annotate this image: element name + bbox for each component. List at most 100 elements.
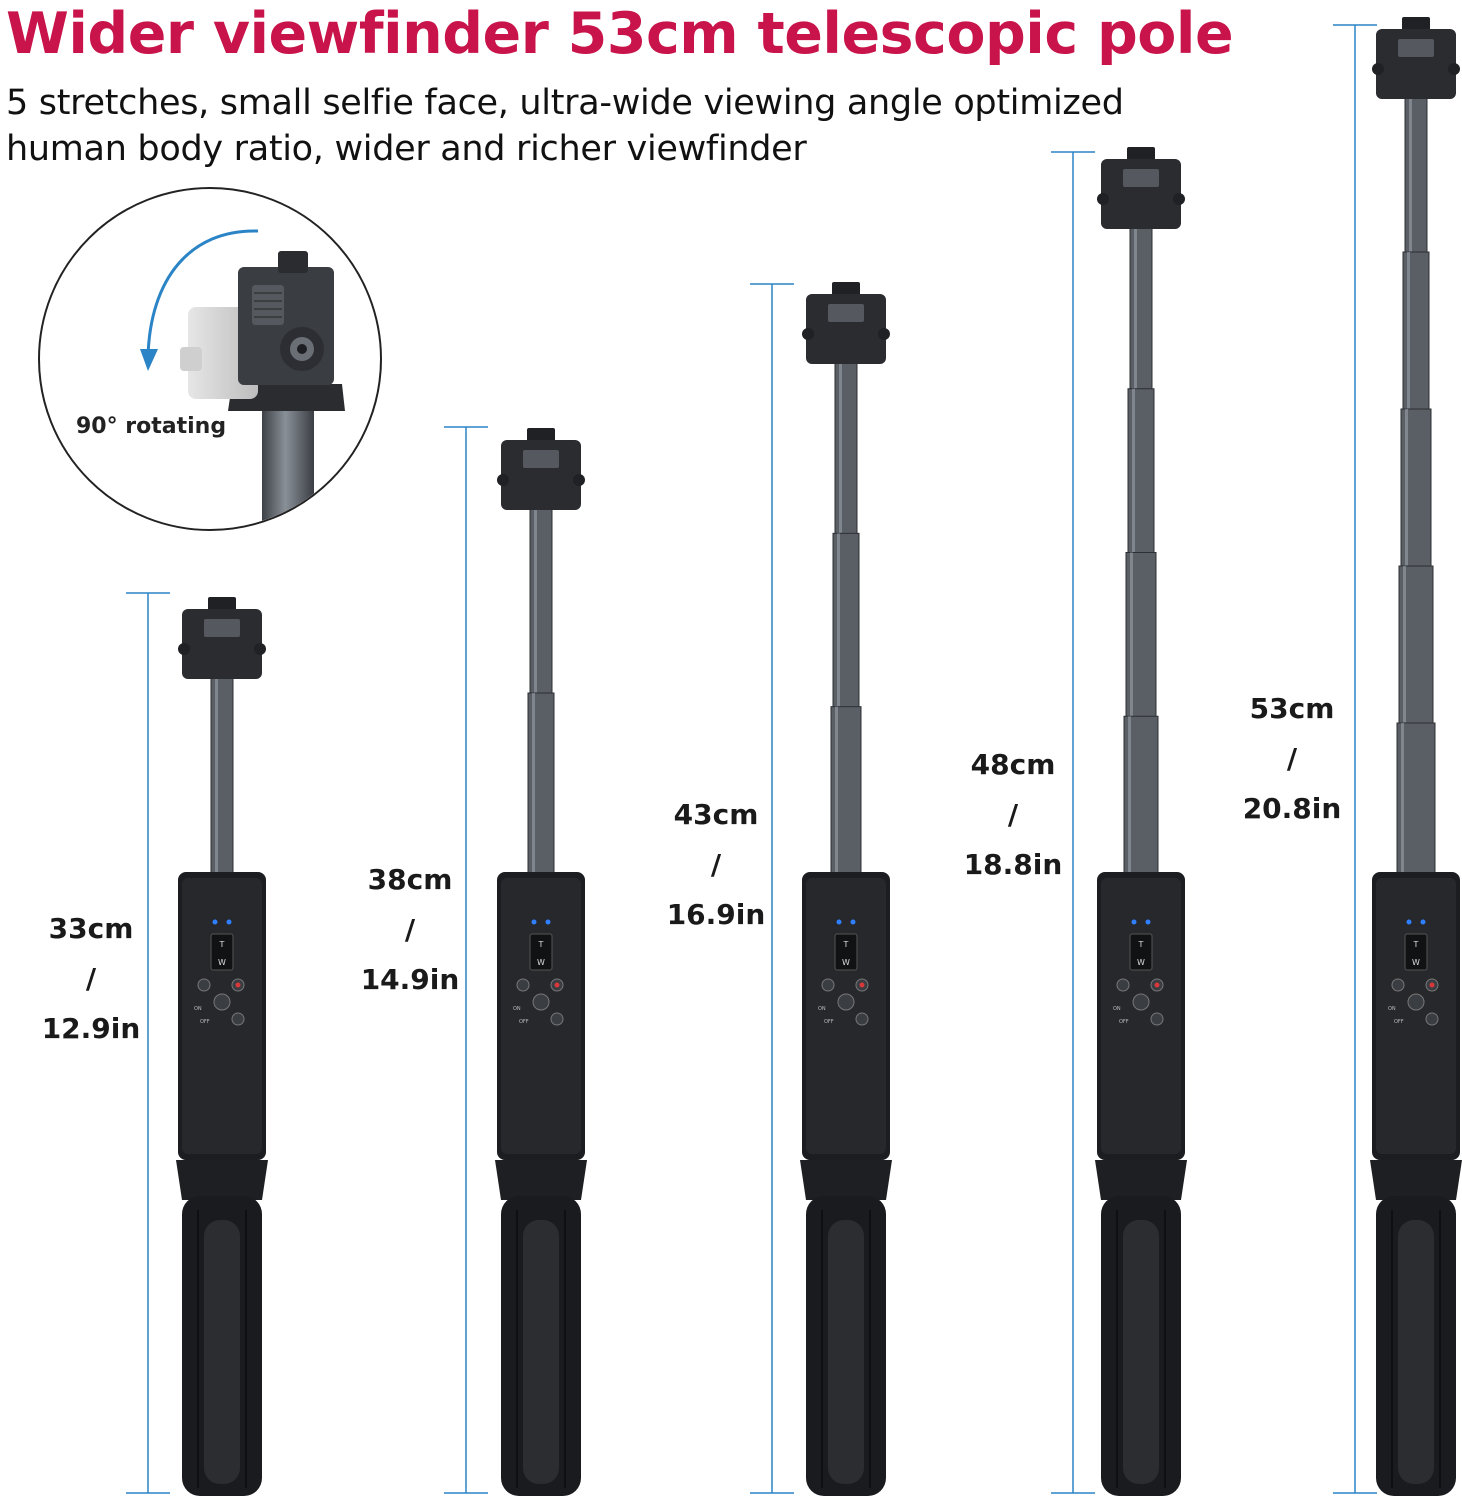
power-on-label: ON	[1388, 1006, 1396, 1012]
tripod-legs	[1376, 1196, 1456, 1496]
record-dot	[1429, 982, 1435, 988]
mount-screw	[1402, 17, 1430, 31]
power-off-label: OFF	[824, 1019, 834, 1025]
pole-segment	[527, 692, 555, 883]
power-button	[1132, 993, 1150, 1011]
led-indicator	[531, 919, 537, 925]
record-button	[855, 978, 869, 992]
remote-face	[806, 878, 886, 1154]
remote-handle	[802, 872, 890, 1160]
pole-segment	[1125, 552, 1157, 719]
photo-button	[821, 978, 835, 992]
head-knurl	[204, 619, 240, 637]
zoom-t-label: T	[1138, 940, 1144, 949]
head-knurl	[828, 304, 864, 322]
led-indicator	[1145, 919, 1151, 925]
pole-highlight	[1128, 716, 1131, 880]
led-indicator	[1420, 919, 1426, 925]
power-button	[1407, 993, 1425, 1011]
zoom-w-label: W	[218, 958, 226, 967]
zoom-w-label: W	[1412, 958, 1420, 967]
zoom-rocker	[210, 933, 234, 971]
power-button	[213, 993, 231, 1011]
head-knurl	[523, 450, 559, 468]
head-knob-left	[497, 474, 509, 486]
tripod-leg-center	[828, 1220, 864, 1484]
head-knob-right	[254, 643, 266, 655]
head-mount	[806, 294, 886, 364]
remote-handle	[178, 872, 266, 1160]
pole-segment	[1402, 251, 1430, 412]
head-knob-left	[1097, 193, 1109, 205]
subtitle-line-1: 5 stretches, small selfie face, ultra-wi…	[6, 83, 1124, 123]
power-on-label: ON	[818, 1006, 826, 1012]
pole-segment	[529, 505, 553, 696]
head-mount	[501, 440, 581, 510]
remote-handle	[1097, 872, 1185, 1160]
zoom-t-label: T	[538, 940, 544, 949]
pole-highlight	[1405, 409, 1408, 566]
length-label-1: 33cm/12.9in	[41, 912, 141, 1045]
tripod-hub	[495, 1160, 587, 1200]
head-knob-right	[573, 474, 585, 486]
remote-face	[1376, 878, 1456, 1154]
photo-button	[1391, 978, 1405, 992]
mount-screw	[1127, 147, 1155, 161]
tripod-hub	[1095, 1160, 1187, 1200]
remote-face	[182, 878, 262, 1154]
tripod-legs	[806, 1196, 886, 1496]
tripod-hub	[1370, 1160, 1462, 1200]
tripod-legs	[1101, 1196, 1181, 1496]
tripod-leg-center	[1123, 1220, 1159, 1484]
zoom-rocker	[834, 933, 858, 971]
pole-segment	[1123, 715, 1159, 883]
rotation-detail-inset	[38, 187, 382, 531]
record-dot	[235, 982, 241, 988]
power-off-label: OFF	[519, 1019, 529, 1025]
zoom-rocker	[1404, 933, 1428, 971]
pole-segment	[830, 706, 862, 883]
led-indicator	[1406, 919, 1412, 925]
mode-button	[231, 1012, 245, 1026]
head-knurl	[1123, 169, 1159, 187]
page-title: Wider viewfinder 53cm telescopic pole	[6, 1, 1234, 67]
head-knob-right	[1448, 63, 1460, 75]
power-off-label: OFF	[200, 1019, 210, 1025]
pole-highlight	[835, 706, 838, 880]
length-label-4: 48cm/18.8in	[963, 748, 1063, 881]
mode-button	[1150, 1012, 1164, 1026]
pole-highlight	[839, 360, 842, 534]
led-indicator	[850, 919, 856, 925]
pole-segment	[1129, 224, 1153, 392]
record-button	[1425, 978, 1439, 992]
zoom-rocker	[1129, 933, 1153, 971]
pole-highlight	[532, 693, 535, 880]
led-indicator	[836, 919, 842, 925]
head-mount	[1101, 159, 1181, 229]
pole-segment	[1398, 565, 1434, 726]
zoom-rocker	[529, 933, 553, 971]
record-dot	[554, 982, 560, 988]
mount-screw	[832, 282, 860, 296]
pole-highlight	[1132, 388, 1135, 553]
pole-segment	[1396, 722, 1436, 883]
led-indicator	[212, 919, 218, 925]
mount-screw	[527, 428, 555, 442]
pole-segment	[834, 359, 858, 536]
zoom-w-label: W	[842, 958, 850, 967]
zoom-w-label: W	[1137, 958, 1145, 967]
record-dot	[859, 982, 865, 988]
tripod-legs	[182, 1196, 262, 1496]
head-knob-right	[878, 328, 890, 340]
power-on-label: ON	[513, 1006, 521, 1012]
pole-highlight	[1134, 225, 1137, 389]
head-knob-left	[178, 643, 190, 655]
pole-highlight	[1401, 723, 1404, 880]
led-indicator	[226, 919, 232, 925]
pole-highlight	[1403, 566, 1406, 723]
pole-highlight	[1130, 552, 1133, 717]
length-label-2: 38cm/14.9in	[360, 863, 460, 996]
pole-highlight	[1409, 95, 1412, 252]
power-button	[837, 993, 855, 1011]
record-button	[231, 978, 245, 992]
